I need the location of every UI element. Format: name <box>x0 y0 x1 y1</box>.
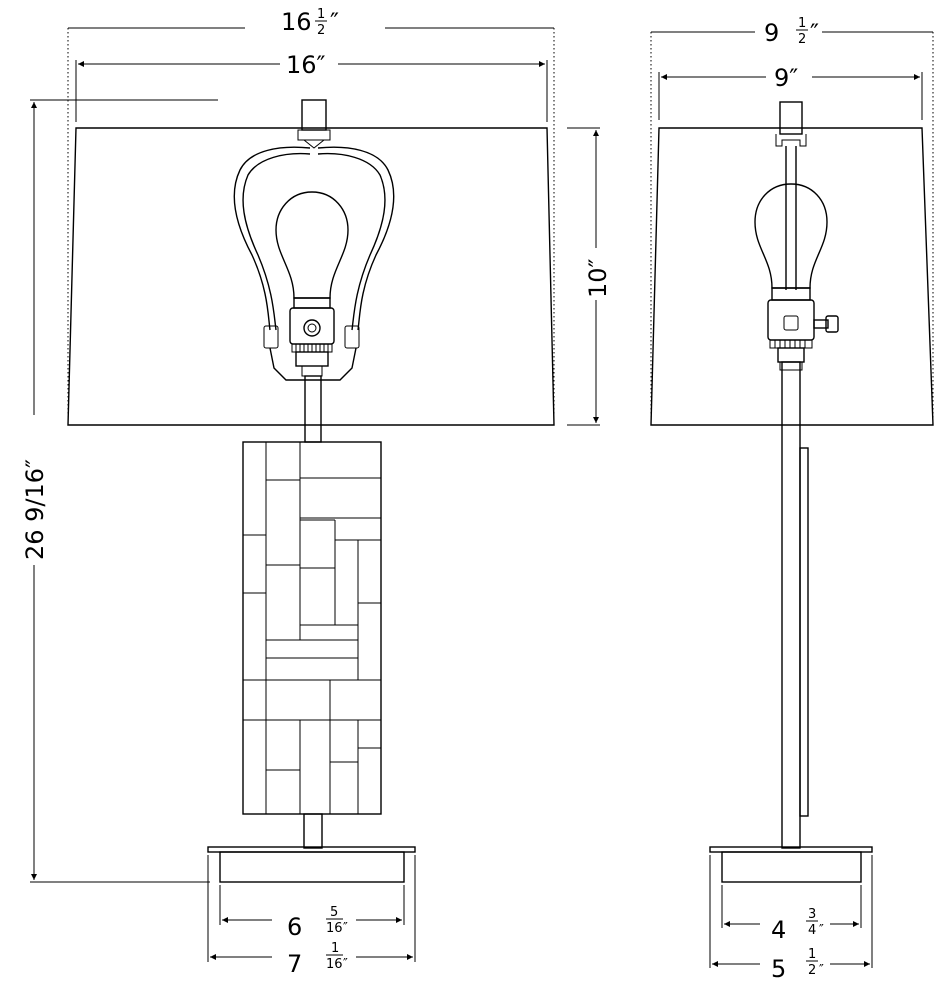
front-socket-ring-ribs <box>295 344 329 352</box>
side-switch-knob <box>825 315 839 333</box>
front-stem-upper <box>304 375 322 443</box>
front-overall-width-den: 2 <box>317 23 325 38</box>
front-finial-nut <box>297 129 331 141</box>
front-stem-lower <box>303 813 323 849</box>
front-light-bulb <box>275 191 349 299</box>
front-overall-width-num: 1 <box>317 7 325 22</box>
front-harp-right-outer <box>317 146 395 331</box>
side-base-outer-den: 2 <box>808 963 816 978</box>
side-overall-width-unit: ″ <box>810 19 819 47</box>
side-stem-collar <box>779 361 803 371</box>
front-mosaic-body <box>242 441 382 815</box>
front-base-inner-whole: 6 <box>287 913 302 941</box>
front-shade-width-label: 16″ <box>286 51 326 79</box>
front-base-outer-unit: ″ <box>343 957 348 972</box>
front-harp-right-sleeve <box>344 325 360 349</box>
front-base-outer-whole: 7 <box>287 950 302 978</box>
side-base-inner-unit: ″ <box>819 923 824 938</box>
side-lamp-shade <box>650 127 934 426</box>
side-socket-cap <box>771 287 811 301</box>
side-base-outer-whole: 5 <box>771 955 786 983</box>
front-socket-neck <box>301 365 323 377</box>
front-finial <box>301 99 327 131</box>
front-overall-width-whole: 16 <box>281 8 312 36</box>
front-base-inner-unit: ″ <box>343 921 348 936</box>
front-overall-width-unit: ″ <box>330 8 339 36</box>
side-socket-ring-ribs <box>774 340 806 348</box>
side-base-inner-whole: 4 <box>771 916 786 944</box>
front-shade-height-label: 10″ <box>584 258 612 298</box>
front-harp-saddle <box>269 347 357 381</box>
front-base-outer-num: 1 <box>331 941 339 956</box>
side-base-inner-num: 3 <box>808 907 816 922</box>
side-socket-base <box>777 347 805 363</box>
side-base-inner-den: 4 <box>808 923 816 938</box>
side-shade-width-label: 9″ <box>774 64 798 92</box>
front-base-inner-num: 5 <box>330 905 338 920</box>
side-light-bulb <box>754 183 828 289</box>
front-socket-body <box>289 307 335 345</box>
side-finial <box>779 101 803 135</box>
front-base-outer-den: 16 <box>326 957 343 972</box>
side-socket-body <box>767 299 815 341</box>
front-socket-base <box>295 351 329 367</box>
front-base-block <box>219 851 405 883</box>
side-switch-stem <box>813 319 829 329</box>
side-base-outer-unit: ″ <box>819 963 824 978</box>
side-base-block <box>721 851 862 883</box>
side-overall-width-den: 2 <box>798 32 806 47</box>
front-finial-clip <box>303 139 325 149</box>
front-height-label: 26 9/16″ <box>21 459 49 560</box>
front-harp-left-outer <box>233 146 311 331</box>
side-overall-width-whole: 9 <box>764 19 779 47</box>
front-lamp-shade <box>67 127 555 426</box>
front-harp-left-inner <box>242 152 311 331</box>
front-view: 16 1 2 ″ 16″ 26 9/16″ 10″ <box>21 7 612 978</box>
side-stem <box>781 361 801 849</box>
side-overall-width-num: 1 <box>798 16 806 31</box>
front-base-inner-den: 16 <box>326 921 343 936</box>
front-socket-cap <box>293 297 331 309</box>
side-finial-clip <box>775 134 807 147</box>
side-mosaic-body-edge <box>799 447 809 817</box>
front-socket-switch-center <box>307 323 317 333</box>
side-socket-window <box>783 315 799 331</box>
side-base-outer-num: 1 <box>808 947 816 962</box>
front-socket-switch-knob <box>303 319 321 337</box>
front-harp-left-sleeve <box>263 325 279 349</box>
side-view: 9 1 2 ″ 9″ <box>650 16 934 983</box>
front-harp-right-inner <box>317 152 386 331</box>
side-socket-ring <box>769 339 813 349</box>
